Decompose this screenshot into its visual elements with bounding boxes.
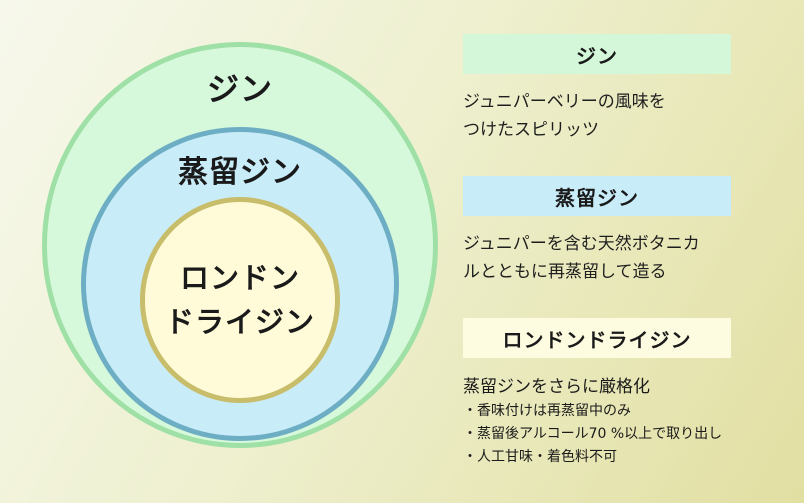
gin-desc-line1: ジュニパーベリーの風味を (463, 92, 666, 112)
nested-circles-diagram: ジン 蒸留ジン ロンドン ドライジン (42, 42, 438, 448)
distilled-gin-legend-description: ジュニパーを含む天然ボタニカ ルとともに再蒸留して造る (463, 230, 803, 286)
gin-legend-title: ジン (463, 34, 731, 74)
london-dry-gin-circle-label: ロンドン ドライジン (140, 256, 340, 344)
gin-legend-description: ジュニパーベリーの風味を つけたスピリッツ (463, 88, 803, 144)
list-item: 蒸留後アルコール70 %以上で取り出し (463, 423, 803, 446)
distilled-gin-legend-title: 蒸留ジン (463, 176, 731, 216)
london-dry-gin-legend: ロンドンドライジン 蒸留ジンをさらに厳格化 香味付けは再蒸留中のみ 蒸留後アルコ… (463, 318, 803, 469)
london-dry-gin-circle (140, 197, 340, 403)
distilled-gin-legend: 蒸留ジン ジュニパーを含む天然ボタニカ ルとともに再蒸留して造る (463, 176, 803, 286)
distilled-desc-line1: ジュニパーを含む天然ボタニカ (463, 234, 700, 254)
distilled-gin-circle-label: 蒸留ジン (178, 155, 302, 190)
gin-circle-label: ジン (206, 70, 273, 108)
list-item: 香味付けは再蒸留中のみ (463, 400, 803, 423)
london-dry-gin-rules-list: 香味付けは再蒸留中のみ 蒸留後アルコール70 %以上で取り出し 人工甘味・着色料… (463, 400, 803, 469)
list-item: 人工甘味・着色料不可 (463, 446, 803, 469)
london-dry-gin-label-line2: ドライジン (164, 305, 315, 339)
gin-desc-line2: つけたスピリッツ (463, 120, 599, 140)
london-dry-gin-legend-title: ロンドンドライジン (463, 318, 731, 358)
distilled-desc-line2: ルとともに再蒸留して造る (463, 262, 667, 282)
london-dry-gin-label-line1: ロンドン (179, 261, 300, 295)
gin-legend: ジン ジュニパーベリーの風味を つけたスピリッツ (463, 34, 803, 144)
london-dry-gin-legend-description: 蒸留ジンをさらに厳格化 (463, 377, 650, 397)
